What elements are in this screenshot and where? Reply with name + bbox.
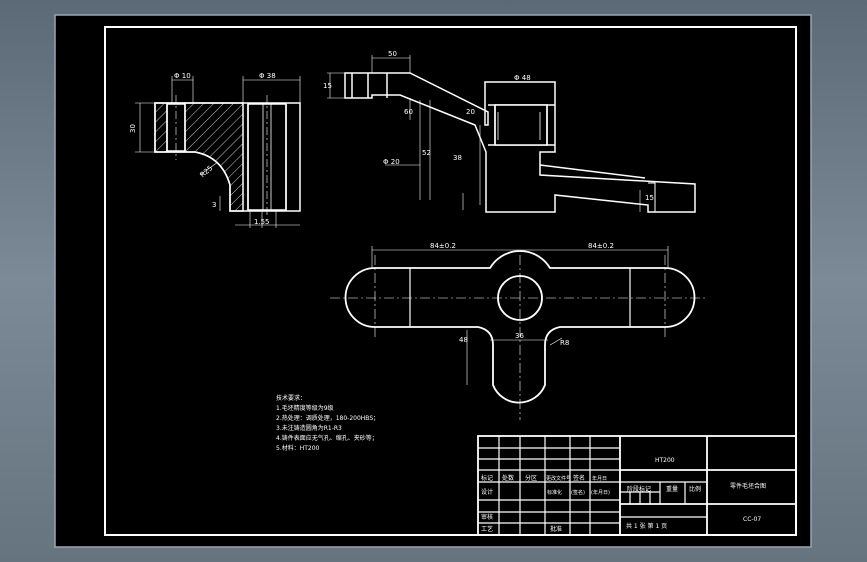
tb-check: 审核 (481, 513, 493, 521)
tb-code: CC-07 (743, 516, 761, 523)
dim-top-d1: Φ 20 (383, 158, 400, 166)
dim-top-v1: 15 (323, 82, 332, 90)
dim-top-v3: 20 (466, 108, 475, 116)
tb-r1-0: 标记 (481, 474, 493, 482)
tb-r2-4: (签名) (571, 489, 585, 496)
dim-plan-right: 84±0.2 (588, 242, 614, 250)
plan-view (330, 246, 705, 420)
dim-plan-w: 36 (515, 332, 524, 340)
dim-plan-left: 84±0.2 (430, 242, 456, 250)
tb-approve: 批准 (550, 525, 562, 533)
dim-top-d2: Φ 48 (514, 74, 531, 82)
dim-left-d2: Φ 38 (259, 72, 276, 80)
front-bore (494, 104, 548, 146)
tb-r1-1: 处数 (502, 474, 514, 482)
tb-r1-2: 分区 (525, 474, 537, 482)
title-block-text: HT200 零件毛坯合图 CC-07 标记 处数 分区 更改文件号 签名 年月日… (481, 457, 766, 533)
dim-plan-h: 48 (459, 336, 468, 344)
plan-view-outline (344, 250, 696, 404)
drawing-frame (104, 26, 797, 536)
tb-sheet: 共 1 张 第 1 页 (626, 522, 667, 530)
tb-weight: 重量 (666, 485, 678, 493)
dim-left-h: 30 (129, 124, 137, 133)
tb-r1-3: 更改文件号 (546, 475, 571, 482)
technical-requirements: 技术要求： 1.毛坯精度等级为9级 2.热处理：调质处理，180-200HBS；… (276, 394, 379, 452)
dim-left-d1: Φ 10 (174, 72, 191, 80)
tech-title: 技术要求： (276, 394, 306, 402)
tech-line-4: 4.铸件表面应无气孔、缩孔、夹砂等； (276, 434, 378, 442)
sheet-background (54, 14, 812, 548)
tb-r1-5: 年月日 (592, 475, 607, 482)
dim-top-v5: 38 (453, 154, 462, 162)
tb-process: 工艺 (481, 525, 493, 533)
tb-r2-3: 标准化 (547, 489, 562, 496)
tb-r2-0: 设计 (481, 488, 493, 496)
tech-line-2: 2.热处理：调质处理，180-200HBS； (276, 414, 379, 422)
left-section-view (135, 76, 301, 228)
tb-part-name: 零件毛坯合图 (730, 482, 766, 490)
dim-left-b2: 1.5 (254, 218, 265, 226)
tb-scale: 比例 (689, 485, 701, 493)
dim-top-right: 15 (645, 194, 654, 202)
dim-left-b1: 3 (212, 201, 216, 209)
front-view (327, 55, 696, 213)
tb-r2-5: (年月日) (591, 489, 610, 496)
tb-stage: 阶段标记 (627, 485, 651, 493)
title-block (477, 435, 797, 536)
tech-line-3: 3.未注铸造圆角为R1-R3 (276, 424, 342, 432)
tb-r1-4: 签名 (573, 474, 585, 482)
tech-line-1: 1.毛坯精度等级为9级 (276, 404, 334, 412)
plan-view-dimension-labels: 84±0.2 84±0.2 36 48 R8 (430, 242, 614, 347)
dim-top-v4: 52 (422, 149, 431, 157)
front-view-outline (344, 72, 696, 213)
dim-plan-r: R8 (560, 339, 569, 347)
dim-top-v2: 60 (404, 108, 413, 116)
dim-left-b3: 5 (265, 218, 269, 226)
tech-line-5: 5.材料：HT200 (276, 444, 320, 452)
tb-material: HT200 (655, 457, 675, 464)
front-view-dimension-labels: 50 15 60 20 Φ 20 Φ 48 52 38 15 (323, 50, 654, 202)
dim-top-pitch: 50 (388, 50, 397, 58)
